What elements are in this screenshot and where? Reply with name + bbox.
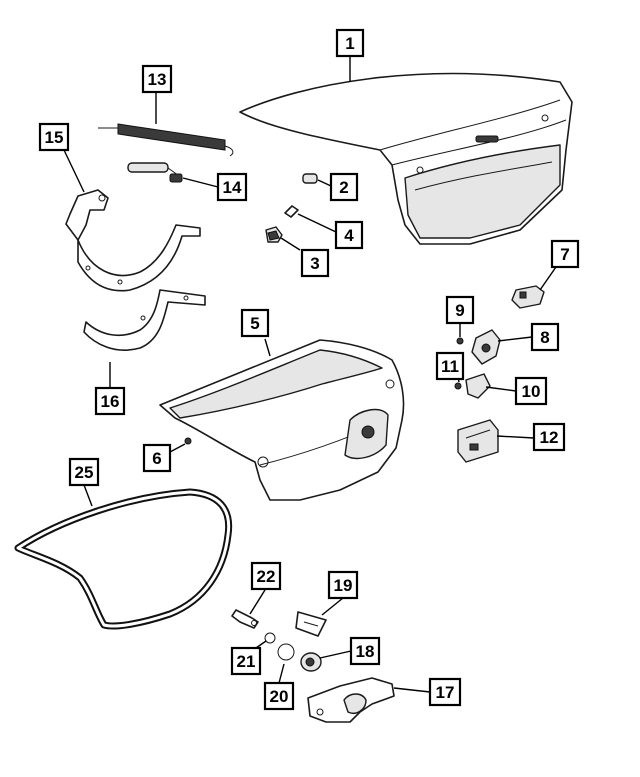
svg-text:10: 10 [522, 382, 541, 401]
part-11-bolt [454, 382, 462, 390]
svg-text:15: 15 [45, 128, 64, 147]
callout-17: 17 [428, 677, 462, 707]
part-18-lock-cylinder [300, 652, 322, 672]
part-19-clip [295, 611, 327, 637]
svg-text:13: 13 [148, 70, 167, 89]
part-2-bumper [302, 173, 318, 184]
callout-1: 1 [335, 28, 365, 58]
part-17-lock-bracket [307, 677, 395, 723]
svg-text:14: 14 [223, 178, 242, 197]
part-21-ring [264, 632, 276, 644]
callout-4: 4 [334, 220, 364, 250]
svg-text:2: 2 [339, 178, 348, 197]
callout-22: 22 [250, 561, 282, 591]
part-6-screw [184, 437, 192, 445]
part-12-bracket [457, 419, 499, 463]
part-20-o-ring [277, 643, 295, 661]
part-9-bolt [456, 337, 464, 345]
svg-text:9: 9 [455, 301, 464, 320]
part-5-inner-panel [159, 339, 405, 501]
part-13-spring [98, 123, 234, 157]
svg-text:19: 19 [334, 576, 353, 595]
svg-text:5: 5 [250, 314, 259, 333]
callout-6: 6 [142, 443, 172, 473]
part-7-latch-cover [511, 285, 545, 309]
svg-text:3: 3 [310, 254, 319, 273]
callout-3: 3 [300, 248, 330, 278]
svg-text:22: 22 [257, 567, 276, 586]
callout-10: 10 [514, 376, 548, 406]
part-22-retainer [231, 609, 259, 629]
callout-21: 21 [230, 646, 262, 676]
callout-19: 19 [327, 570, 359, 600]
callout-13: 13 [141, 64, 173, 94]
svg-text:11: 11 [441, 357, 459, 376]
part-1-deck-lid [239, 72, 573, 245]
part-8-latch [471, 329, 501, 365]
part-3-grommet [265, 226, 283, 243]
part-25-weatherstrip [14, 488, 233, 630]
callout-8: 8 [530, 322, 560, 352]
callout-12: 12 [532, 422, 566, 452]
svg-text:17: 17 [436, 683, 455, 702]
callout-9: 9 [445, 295, 475, 325]
callout-20: 20 [263, 681, 295, 711]
callout-11: 11 [435, 351, 465, 381]
callout-7: 7 [550, 239, 580, 269]
leader-lines [63, 56, 557, 693]
part-10-striker [465, 373, 491, 399]
callout-16: 16 [94, 386, 126, 416]
svg-text:18: 18 [356, 642, 375, 661]
part-16-hinge-bracket [83, 289, 206, 351]
part-14-strut [127, 162, 183, 183]
callout-25: 25 [68, 457, 100, 487]
callout-14: 14 [216, 172, 248, 202]
svg-text:6: 6 [152, 449, 161, 468]
part-4-clip [284, 205, 299, 218]
svg-text:21: 21 [237, 652, 256, 671]
svg-text:1: 1 [345, 34, 354, 53]
svg-text:25: 25 [75, 463, 94, 482]
callout-18: 18 [349, 636, 381, 666]
callout-2: 2 [329, 172, 359, 202]
svg-text:16: 16 [101, 392, 120, 411]
callout-15: 15 [38, 122, 70, 152]
svg-text:20: 20 [270, 687, 289, 706]
svg-text:8: 8 [540, 328, 549, 347]
part-15-hinge [65, 189, 201, 292]
svg-text:12: 12 [540, 428, 559, 447]
svg-text:4: 4 [344, 226, 354, 245]
callout-5: 5 [240, 308, 270, 338]
svg-text:7: 7 [560, 245, 569, 264]
